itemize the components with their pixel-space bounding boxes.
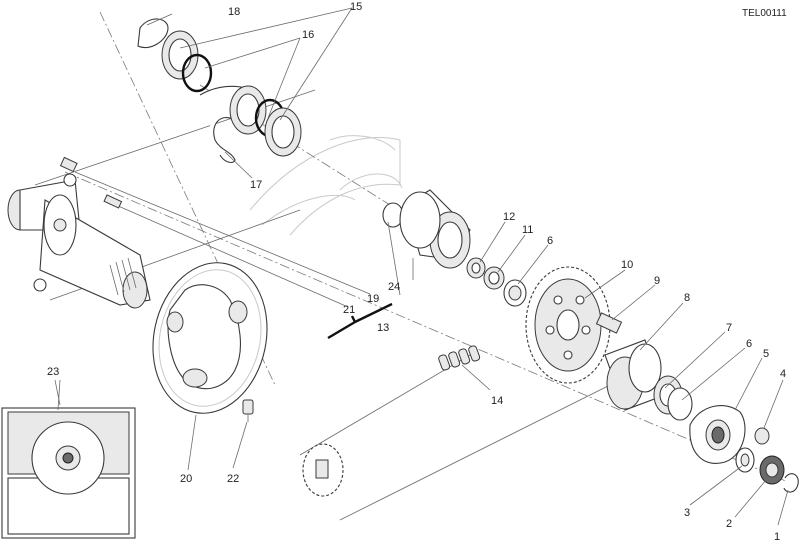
callout-23: 23	[47, 366, 59, 378]
flange-nut	[754, 427, 770, 445]
leader-lines	[54, 7, 789, 526]
wheel-shaft	[7, 173, 151, 309]
brake-disc	[152, 262, 268, 414]
swingarm-ghost-outline	[249, 135, 403, 236]
sprocket-flange	[689, 405, 746, 464]
callout-21: 21	[343, 304, 355, 316]
callout-9: 9	[654, 275, 660, 287]
callout-7: 7	[726, 322, 732, 334]
callout-15: 15	[350, 1, 362, 13]
inset-view	[1, 379, 136, 539]
disc-bolt	[242, 399, 254, 422]
sprocket-stud	[595, 312, 623, 334]
washer	[735, 447, 755, 473]
circlip-group	[137, 18, 302, 164]
callout-24: 24	[388, 281, 400, 293]
callout-19: 19	[367, 293, 379, 305]
callout-3: 3	[684, 507, 690, 519]
callout-16: 16	[302, 29, 314, 41]
callout-6-upper: 6	[547, 235, 553, 247]
eccentric-hub	[382, 189, 471, 269]
callout-4: 4	[780, 368, 786, 380]
callout-labels: 1 2 3 4 5 6 6 7 8 9 10 11 12 13 14 15 16…	[47, 1, 786, 543]
spacers-upper	[466, 257, 527, 307]
callout-8: 8	[684, 292, 690, 304]
group-bracket	[327, 302, 393, 340]
callout-6-lower: 6	[746, 338, 752, 350]
rear-sprocket	[525, 266, 611, 384]
callout-10: 10	[621, 259, 633, 271]
stud-screw	[59, 156, 123, 209]
bushing	[604, 339, 666, 411]
axle-nut	[759, 455, 785, 485]
spacer-rings-lower	[653, 375, 693, 421]
callout-12: 12	[503, 211, 515, 223]
callout-1: 1	[774, 531, 780, 543]
callout-14: 14	[491, 395, 503, 407]
callout-13: 13	[377, 322, 389, 334]
front-sprocket	[302, 443, 344, 497]
callout-18: 18	[228, 6, 240, 18]
callout-22: 22	[227, 473, 239, 485]
callout-17: 17	[250, 179, 262, 191]
drawing-code: TEL00111	[742, 8, 787, 19]
callout-5: 5	[763, 348, 769, 360]
snap-ring	[783, 473, 799, 493]
callout-2: 2	[726, 518, 732, 530]
callout-11: 11	[522, 224, 533, 236]
chain-links	[438, 345, 481, 371]
callout-20: 20	[180, 473, 192, 485]
